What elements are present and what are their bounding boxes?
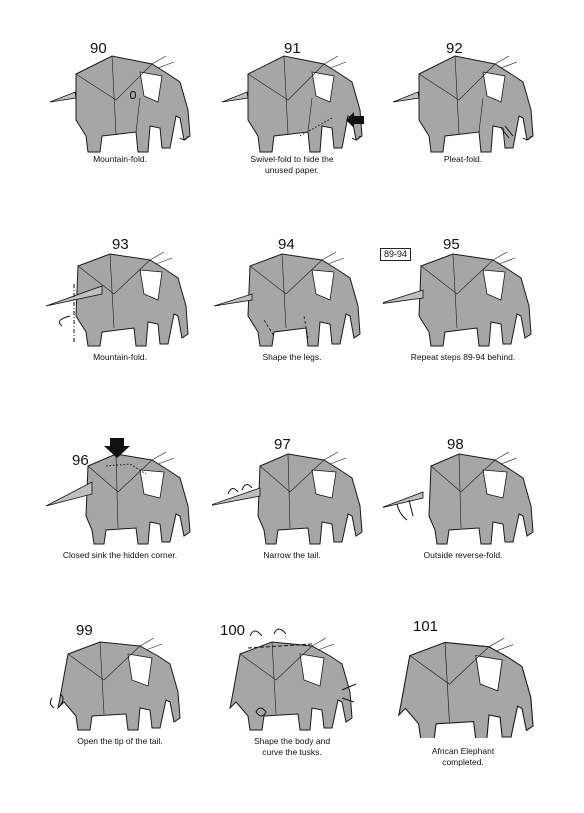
repeat-steps-reference: 89-94 bbox=[380, 248, 412, 261]
step-caption: Closed sink the hidden corner. bbox=[62, 550, 178, 560]
step-caption: Pleat-fold. bbox=[443, 154, 483, 164]
step-101: 101 African Elephant completed. bbox=[383, 618, 543, 768]
step-caption: Repeat steps 89-94 behind. bbox=[410, 352, 516, 362]
elephant-diagram bbox=[383, 451, 534, 545]
step-100: 100 Shape the body and curve the tusks. bbox=[212, 618, 372, 768]
shape-arrow-icon bbox=[249, 628, 287, 637]
mountain-fold-arrow-icon bbox=[58, 315, 71, 327]
elephant-diagram bbox=[392, 55, 534, 153]
tail bbox=[45, 481, 93, 507]
tail bbox=[49, 91, 77, 103]
fold-line bbox=[247, 643, 313, 649]
step-caption: Narrow the tail. bbox=[263, 550, 321, 560]
step-91: 91 Swivel-fold to hide the unused paper. bbox=[212, 40, 372, 190]
step-94: 94 Shape the legs. bbox=[212, 236, 372, 386]
step-95: 95 89-94 Repeat steps 89-94 behind. bbox=[380, 236, 543, 386]
elephant-diagram-completed bbox=[398, 637, 534, 738]
rotate-arrow-icon bbox=[255, 707, 267, 717]
pleat-arrow-icon bbox=[500, 125, 514, 139]
step-caption: Shape the body and curve the tusks. bbox=[253, 736, 331, 757]
open-arrow-icon bbox=[49, 693, 64, 709]
fold-arrow-icon bbox=[227, 484, 253, 495]
elephant-diagram bbox=[45, 251, 189, 347]
step-caption: African Elephant completed. bbox=[431, 746, 495, 767]
elephant-diagram bbox=[383, 251, 532, 347]
elephant-diagram bbox=[49, 637, 181, 731]
elephant-diagram bbox=[45, 438, 191, 545]
step-number: 92 bbox=[446, 40, 463, 57]
step-number: 101 bbox=[413, 618, 439, 635]
step-caption: Open the tip of the tail. bbox=[77, 736, 163, 746]
tail bbox=[383, 289, 424, 304]
step-97: 97 Narrow the tail. bbox=[212, 436, 372, 586]
fold-line bbox=[105, 463, 147, 475]
sink-arrow-icon bbox=[104, 438, 130, 458]
tail bbox=[383, 491, 424, 508]
elephant-diagram bbox=[49, 55, 191, 153]
step-number: 91 bbox=[284, 40, 301, 57]
step-93: 93 Mountain-fold. bbox=[40, 236, 200, 386]
elephant-diagram bbox=[213, 251, 361, 347]
step-caption: Outside reverse-fold. bbox=[423, 550, 503, 560]
tail bbox=[221, 91, 249, 103]
step-96: 96 Closed sink the hidden corner. bbox=[40, 436, 200, 586]
elephant-diagram bbox=[221, 55, 364, 153]
step-90: 90 Mountain-fold. bbox=[40, 40, 200, 190]
elephant-diagram bbox=[229, 628, 357, 731]
step-number: 100 bbox=[220, 622, 246, 639]
step-99: 99 Open the tip of the tail. bbox=[40, 618, 200, 768]
step-number: 93 bbox=[112, 236, 129, 253]
step-caption: Mountain-fold. bbox=[93, 352, 147, 362]
step-caption: Swivel-fold to hide the unused paper. bbox=[250, 154, 334, 175]
tail bbox=[213, 293, 253, 307]
tail bbox=[392, 91, 420, 103]
reverse-fold-arrow-icon bbox=[396, 499, 414, 521]
step-number: 95 bbox=[443, 236, 460, 253]
curve-tusk-arrow-icon bbox=[341, 683, 357, 703]
step-92: 92 Pleat-fold. bbox=[383, 40, 543, 190]
mountain-fold-arrow-icon bbox=[130, 91, 136, 99]
fold-line bbox=[263, 315, 309, 339]
step-number: 97 bbox=[274, 436, 291, 453]
step-number: 98 bbox=[447, 436, 464, 453]
step-caption: Shape the legs. bbox=[262, 352, 322, 362]
step-number: 99 bbox=[76, 622, 93, 639]
fold-line bbox=[299, 117, 333, 137]
step-number: 96 bbox=[72, 452, 89, 469]
step-98: 98 Outside reverse-fold. bbox=[383, 436, 543, 586]
step-number: 90 bbox=[90, 40, 107, 57]
tail bbox=[212, 487, 261, 506]
elephant-diagram bbox=[212, 451, 363, 545]
step-number: 94 bbox=[278, 236, 295, 253]
step-caption: Mountain-fold. bbox=[93, 154, 147, 164]
push-arrow-icon bbox=[346, 112, 364, 128]
